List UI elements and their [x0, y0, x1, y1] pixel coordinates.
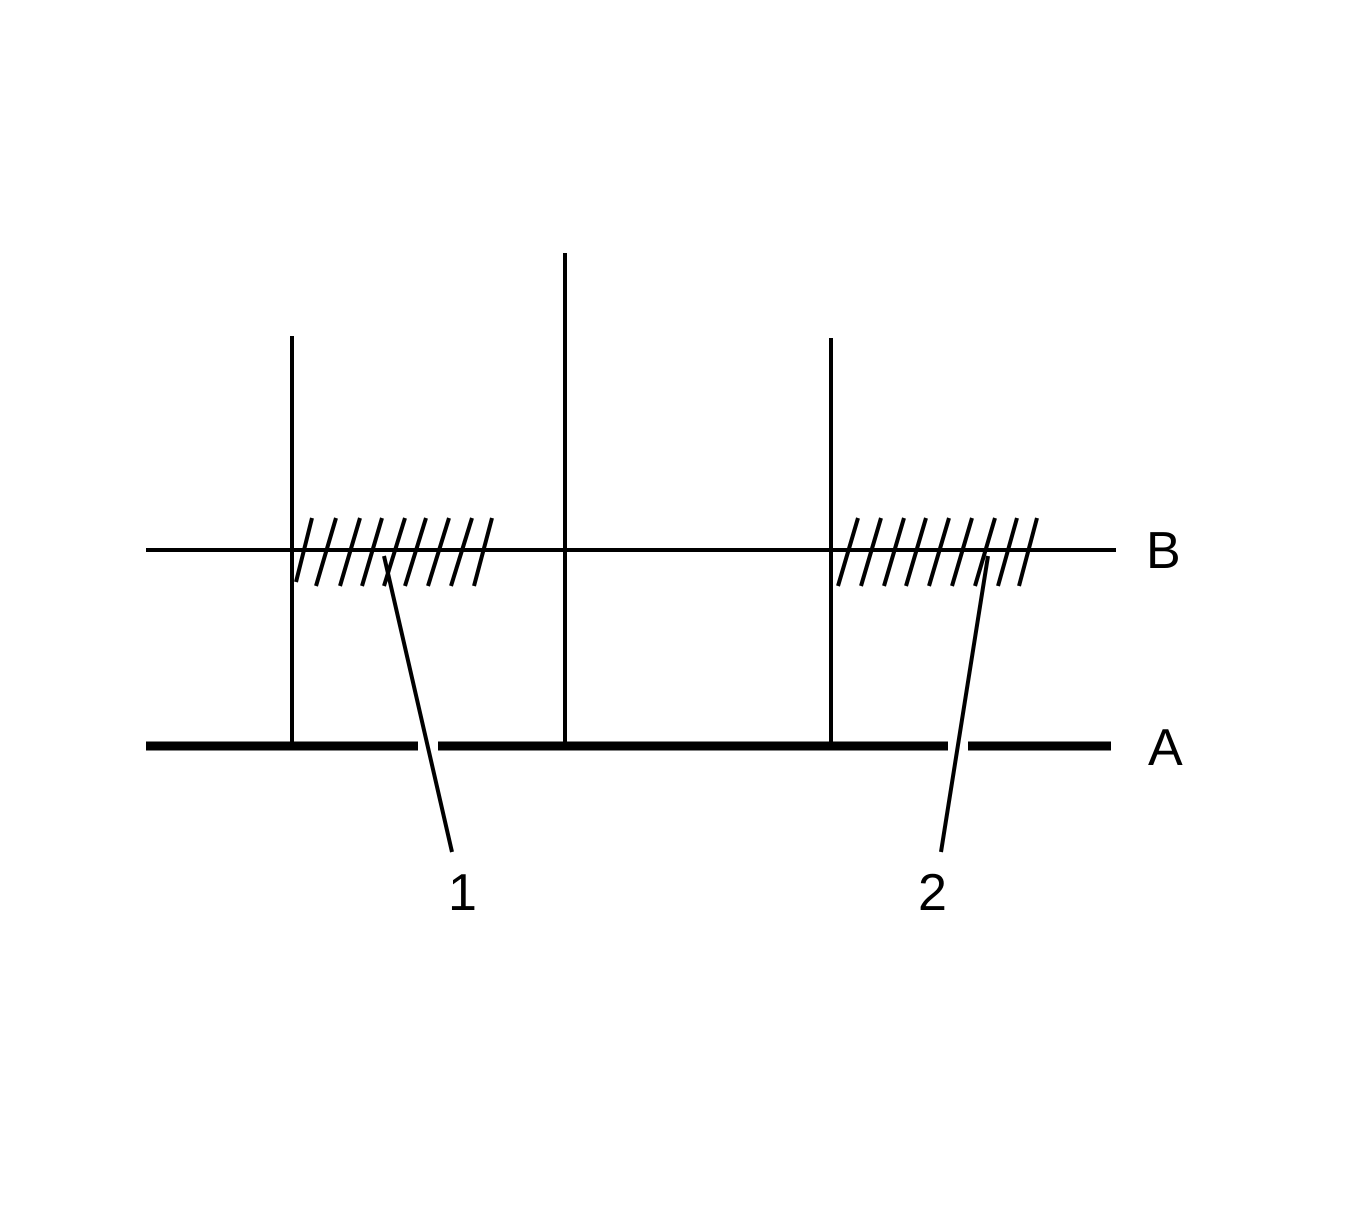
callout-label-1: 1	[448, 864, 477, 922]
callout-label-2: 2	[918, 864, 947, 922]
callout-leader-2	[939, 555, 990, 853]
hatch-area-2	[836, 517, 1039, 587]
line-label-b: B	[1146, 522, 1181, 580]
line-label-a: A	[1148, 719, 1183, 777]
callout-leader-1	[382, 555, 454, 853]
vertical-members	[290, 253, 833, 746]
